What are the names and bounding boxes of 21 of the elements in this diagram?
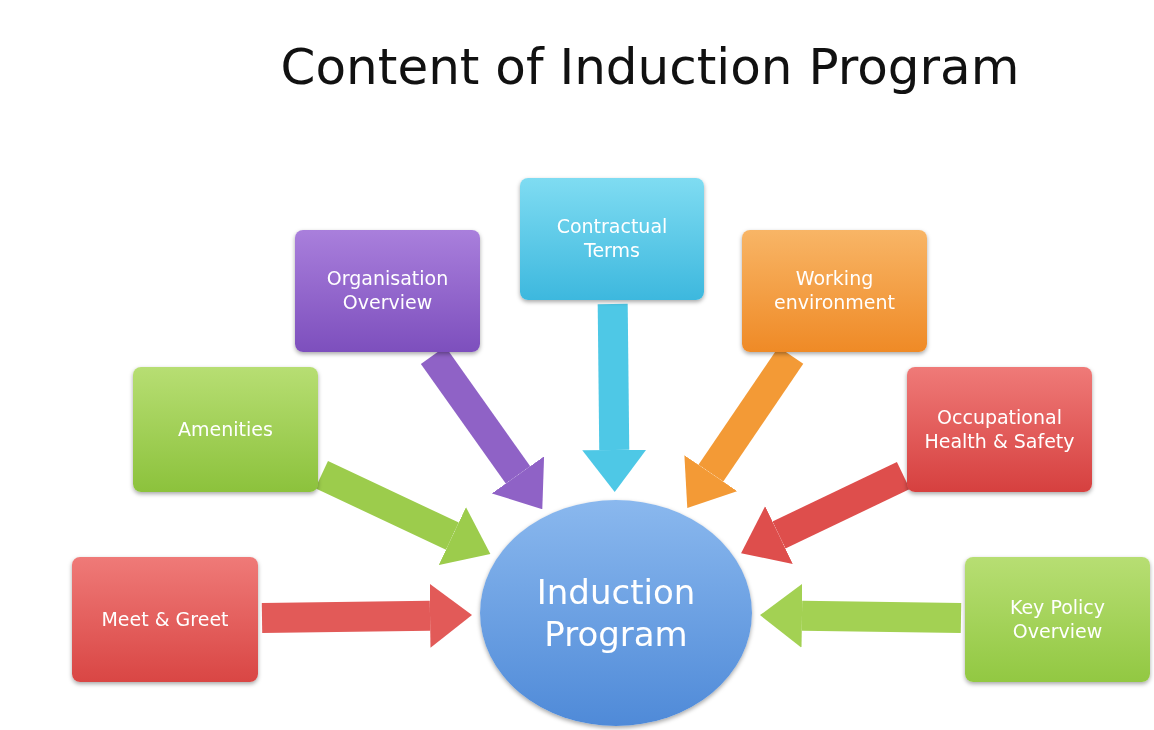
block-arrow — [741, 461, 910, 564]
node-label: Meet & Greet — [101, 607, 229, 632]
node-label: Working environment — [773, 267, 896, 315]
topic-box — [133, 367, 318, 492]
node-label: Occupational Health & Safety — [923, 405, 1076, 454]
block-arrow — [760, 583, 962, 648]
topic-box — [520, 178, 704, 300]
topic-box — [742, 230, 927, 352]
node-label: Contractual Terms — [555, 215, 669, 263]
node-label: Organisation Overview — [325, 267, 450, 315]
topic-box — [907, 367, 1092, 492]
block-arrow — [315, 461, 491, 566]
block-arrow — [261, 583, 472, 648]
topic-box — [72, 557, 258, 682]
title: Content of Induction Program — [279, 38, 1021, 96]
topic-box — [295, 230, 480, 352]
topic-box — [965, 557, 1150, 682]
node-label: Amenities — [178, 417, 273, 442]
node-label: Key Policy Overview — [1008, 595, 1107, 644]
node-label: Induction Program — [535, 570, 697, 656]
block-arrow — [582, 303, 647, 492]
